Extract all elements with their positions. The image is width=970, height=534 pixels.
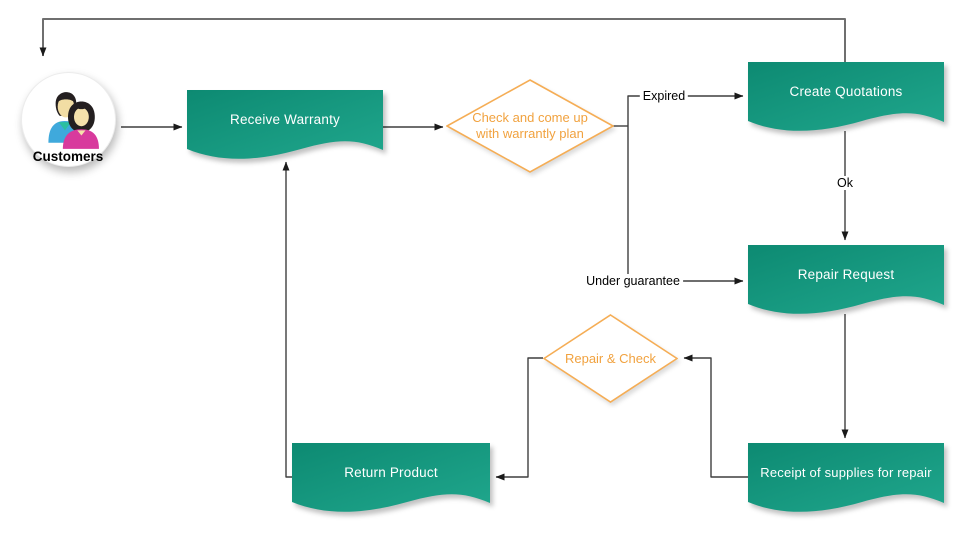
document-shape xyxy=(748,62,944,131)
node-create-quotations[interactable]: Create Quotations xyxy=(748,62,944,134)
document-shape xyxy=(187,90,383,159)
document-shape xyxy=(748,443,944,512)
node-receipt-supplies[interactable]: Receipt of supplies for repair xyxy=(748,443,944,515)
document-shape xyxy=(292,443,490,512)
edge-label-under-guarantee: Under guarantee xyxy=(583,274,683,288)
node-label-receive-warranty: Receive Warranty xyxy=(230,111,340,127)
edge-label-ok: Ok xyxy=(834,176,856,190)
node-customers[interactable]: Customers xyxy=(14,72,122,167)
customers-circle xyxy=(20,72,116,167)
edge-expired xyxy=(627,92,744,126)
node-label-return-product: Return Product xyxy=(344,464,438,480)
diamond-shape xyxy=(446,79,614,173)
node-label-create-quotations: Create Quotations xyxy=(789,83,903,99)
node-return-product[interactable]: Return Product xyxy=(292,443,490,515)
edge-quotations-to-customers xyxy=(39,18,846,62)
node-label-customers: Customers xyxy=(32,149,104,164)
decision-check-warranty-plan[interactable]: Check and come up with warrantly plan xyxy=(446,79,614,173)
node-label-receipt-supplies: Receipt of supplies for repair xyxy=(760,464,932,480)
decision-label-line2: with warrantly plan xyxy=(476,126,584,141)
edge-receipt-to-repaircheck xyxy=(683,354,748,478)
edge-under-guarantee xyxy=(627,126,744,285)
decision-repair-check[interactable]: Repair & Check xyxy=(543,314,678,403)
node-repair-request[interactable]: Repair Request xyxy=(748,245,944,317)
node-receive-warranty[interactable]: Receive Warranty xyxy=(187,90,383,162)
edge-label-expired: Expired xyxy=(639,89,689,103)
decision-label-line1: Check and come up xyxy=(472,110,588,125)
edge-return-to-receive xyxy=(282,161,292,478)
document-shape xyxy=(748,245,944,314)
customers-icon xyxy=(48,91,99,149)
edge-repaircheck-to-return xyxy=(495,357,543,481)
decision-label-repair-check: Repair & Check xyxy=(564,350,657,366)
node-label-repair-request: Repair Request xyxy=(797,266,895,282)
diamond-shape xyxy=(543,314,678,403)
